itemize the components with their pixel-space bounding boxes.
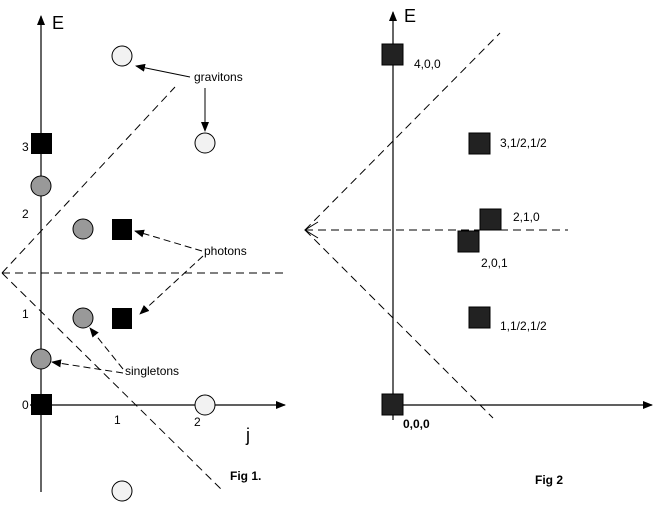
fig1-photons-arrow-lower (139, 255, 204, 315)
fig1-singletons-label: singletons (125, 364, 179, 378)
fig2-square-3-half-half (468, 132, 491, 155)
fig2-square-000 (381, 393, 404, 416)
fig1-gravitons-label: gravitons (194, 70, 243, 84)
fig2-dashed-upper-diagonal (304, 32, 501, 231)
fig1-tick-e-3: 3 (22, 140, 29, 154)
fig2-label-201: 2,0,1 (481, 256, 508, 270)
fig1-open-circle-axis (194, 394, 216, 416)
fig1-square-e0 (31, 394, 52, 415)
fig2-square-400 (381, 43, 404, 66)
fig1-open-circle-top (111, 45, 133, 67)
fig1-open-circle-right (194, 132, 216, 154)
fig1-tick-e-1: 1 (22, 307, 29, 321)
fig1-gray-circle-lower (72, 307, 94, 329)
fig1-tick-e-2: 2 (22, 207, 29, 221)
figure-1: E j 0 1 2 3 1 2 gravitons (1, 13, 288, 502)
fig1-square-photon-lower (112, 308, 132, 329)
fig1-dashed-lower-diagonal (1, 272, 223, 491)
fig1-tick-j-1: 1 (114, 413, 121, 427)
fig1-e-axis-label: E (52, 13, 64, 33)
fig1-singletons-arrow-lower (51, 359, 124, 374)
fig1-dashed-upper-diagonal (1, 86, 176, 274)
fig1-photons-arrow-upper (134, 229, 203, 252)
figure-2: E 4,0,0 3,1/2,1/2 2,1,0 2,0,1 1,1/2,1/2 … (304, 6, 653, 487)
fig2-e-axis-label: E (404, 6, 416, 26)
fig2-square-1-half-half (468, 306, 491, 329)
fig2-label-400: 4,0,0 (414, 57, 441, 71)
fig1-photons-label: photons (204, 244, 247, 258)
fig1-singletons-arrow-upper (89, 327, 124, 370)
fig2-square-210 (479, 208, 502, 231)
fig2-label-000: 0,0,0 (403, 417, 430, 431)
fig2-dashed-lower-diagonal (304, 229, 494, 419)
fig2-caption: Fig 2 (535, 473, 563, 487)
fig2-label-3-half-half: 3,1/2,1/2 (500, 136, 547, 150)
fig2-label-210: 2,1,0 (513, 210, 540, 224)
fig1-tick-e-0: 0 (22, 398, 29, 412)
fig1-square-e3 (31, 133, 52, 154)
fig1-square-photon-upper (112, 219, 132, 240)
fig1-gravitons-arrow-left (135, 63, 191, 78)
fig1-open-circle-bottom (111, 480, 133, 502)
fig1-gray-circle-e2 (30, 175, 52, 197)
fig1-gray-circle-upper (72, 218, 94, 240)
fig1-caption: Fig 1. (230, 469, 261, 483)
fig2-label-1-half-half: 1,1/2,1/2 (500, 319, 547, 333)
fig1-tick-j-2: 2 (194, 415, 201, 429)
fig1-gray-circle-e0-5 (30, 348, 52, 370)
fig2-square-201 (457, 230, 480, 253)
fig1-j-axis-label: j (245, 425, 250, 445)
